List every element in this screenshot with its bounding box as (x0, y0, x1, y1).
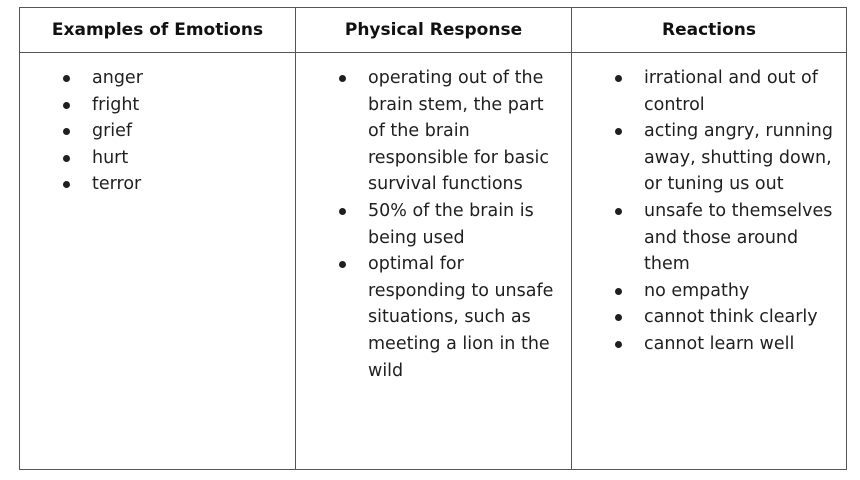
physical-response-list: operating out of the brain stem, the par… (296, 65, 571, 384)
reactions-cell: irrational and out of control acting ang… (572, 53, 846, 469)
header-reactions: Reactions (572, 8, 846, 53)
list-item: terror (20, 171, 295, 198)
list-item: anger (20, 65, 295, 92)
emotions-list: anger fright grief hurt terror (20, 65, 295, 198)
emotions-table: Examples of Emotions Physical Response R… (19, 7, 847, 470)
list-item: fright (20, 92, 295, 119)
list-item: 50% of the brain is being used (296, 198, 571, 251)
emotions-cell: anger fright grief hurt terror (20, 53, 296, 469)
list-item: optimal for responding to unsafe situati… (296, 251, 571, 384)
header-physical-response: Physical Response (296, 8, 572, 53)
list-item: cannot think clearly (572, 304, 846, 331)
reactions-list: irrational and out of control acting ang… (572, 65, 846, 358)
list-item: hurt (20, 145, 295, 172)
list-item: no empathy (572, 278, 846, 305)
list-item: unsafe to themselves and those around th… (572, 198, 846, 278)
list-item: cannot learn well (572, 331, 846, 358)
physical-response-cell: operating out of the brain stem, the par… (296, 53, 572, 469)
list-item: irrational and out of control (572, 65, 846, 118)
list-item: grief (20, 118, 295, 145)
header-examples-of-emotions: Examples of Emotions (20, 8, 296, 53)
list-item: acting angry, running away, shutting dow… (572, 118, 846, 198)
list-item: operating out of the brain stem, the par… (296, 65, 571, 198)
